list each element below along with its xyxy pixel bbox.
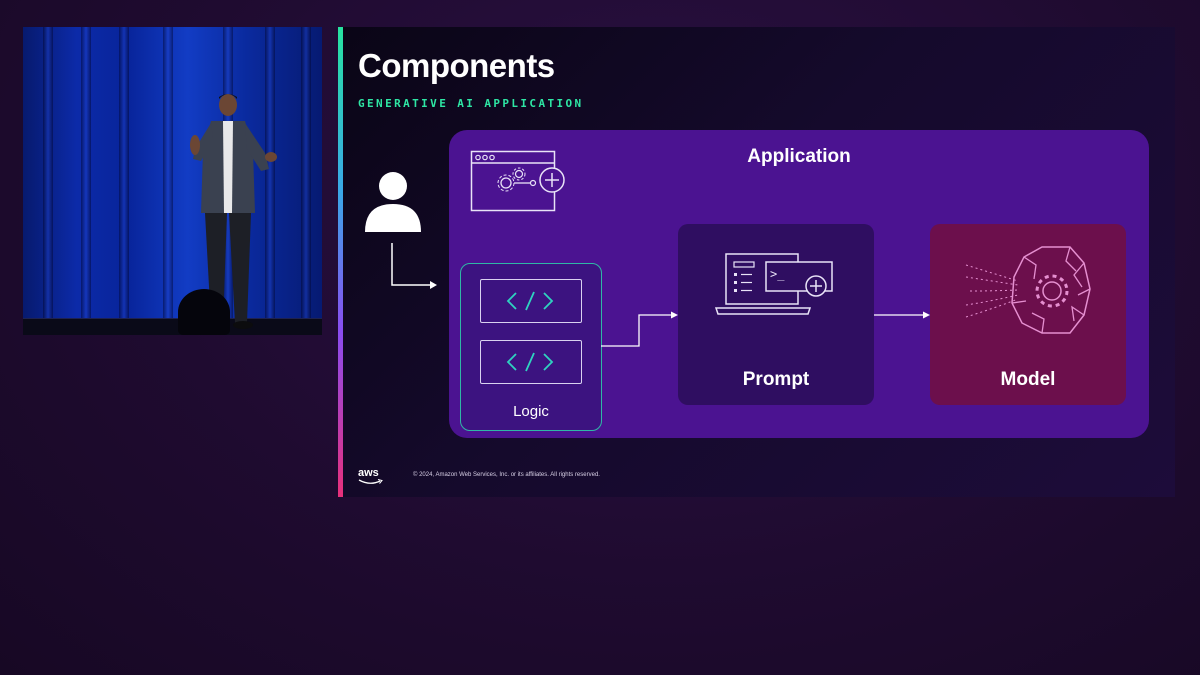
logic-to-prompt-arrow xyxy=(601,310,681,350)
prompt-to-model-arrow xyxy=(874,309,932,321)
code-brackets-icon xyxy=(506,290,556,312)
speaker-video xyxy=(23,27,322,335)
prompt-label: Prompt xyxy=(678,369,874,391)
code-brackets-icon xyxy=(506,351,556,373)
app-window-gear-plus-icon xyxy=(470,147,565,213)
code-block-1 xyxy=(480,279,582,323)
slide-title: Components xyxy=(358,47,555,85)
application-container: Application xyxy=(449,130,1149,438)
user-icon xyxy=(363,170,423,234)
user-to-logic-arrow xyxy=(388,241,440,291)
logic-component: Logic xyxy=(460,263,602,431)
copyright-notice: © 2024, Amazon Web Services, Inc. or its… xyxy=(413,472,600,478)
laptop-terminal-plus-icon: >_ xyxy=(714,248,839,320)
aws-logo: aws xyxy=(358,467,379,479)
code-block-2 xyxy=(480,340,582,384)
presentation-slide: Components GENERATIVE AI APPLICATION App… xyxy=(338,27,1175,497)
audience-head-silhouette xyxy=(178,289,230,335)
slide-accent-bar xyxy=(338,27,343,497)
brain-gear-icon xyxy=(962,243,1097,338)
model-component: Model xyxy=(930,224,1126,405)
model-label: Model xyxy=(930,369,1126,391)
logic-label: Logic xyxy=(461,403,601,420)
aws-smile-icon xyxy=(358,479,384,485)
slide-subtitle: GENERATIVE AI APPLICATION xyxy=(358,97,584,110)
svg-text:>_: >_ xyxy=(770,267,785,281)
prompt-component: >_ Prompt xyxy=(678,224,874,405)
